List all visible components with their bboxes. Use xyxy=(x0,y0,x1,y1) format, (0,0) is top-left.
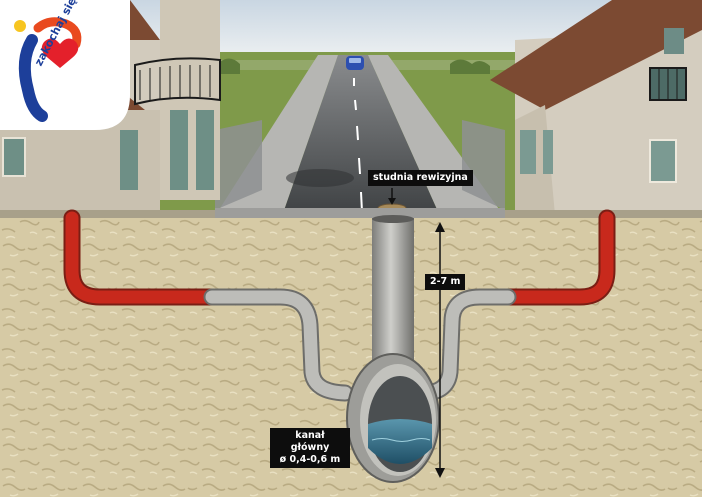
manhole-shaft xyxy=(372,218,414,378)
main-channel-label-line1: kanał główny xyxy=(290,430,330,453)
road-shadow xyxy=(286,169,354,187)
road-edge xyxy=(215,208,505,220)
main-channel-label: kanał główny ø 0,4-0,6 m xyxy=(270,428,350,468)
right-house-connection-pipe xyxy=(416,209,616,402)
right-house xyxy=(490,0,702,215)
double-arrow-icon xyxy=(435,222,445,478)
car xyxy=(346,56,364,70)
down-arrow-icon xyxy=(388,188,396,205)
left-house-connection-pipe xyxy=(63,209,354,402)
heart-icon xyxy=(41,38,79,68)
depth-label: 2-7 m xyxy=(425,274,466,290)
soil-cross-section xyxy=(0,218,702,497)
shaft-opening xyxy=(372,215,414,223)
main-channel-label-line2: ø 0,4-0,6 m xyxy=(279,454,341,465)
main-channel-pipe xyxy=(346,353,440,483)
left-fence xyxy=(215,120,262,210)
right-fence xyxy=(462,120,505,210)
logo-badge xyxy=(0,0,130,130)
logo: zakochaj się w Warszawie xyxy=(0,0,130,130)
manhole-label: studnia rewizyjna xyxy=(368,170,473,186)
